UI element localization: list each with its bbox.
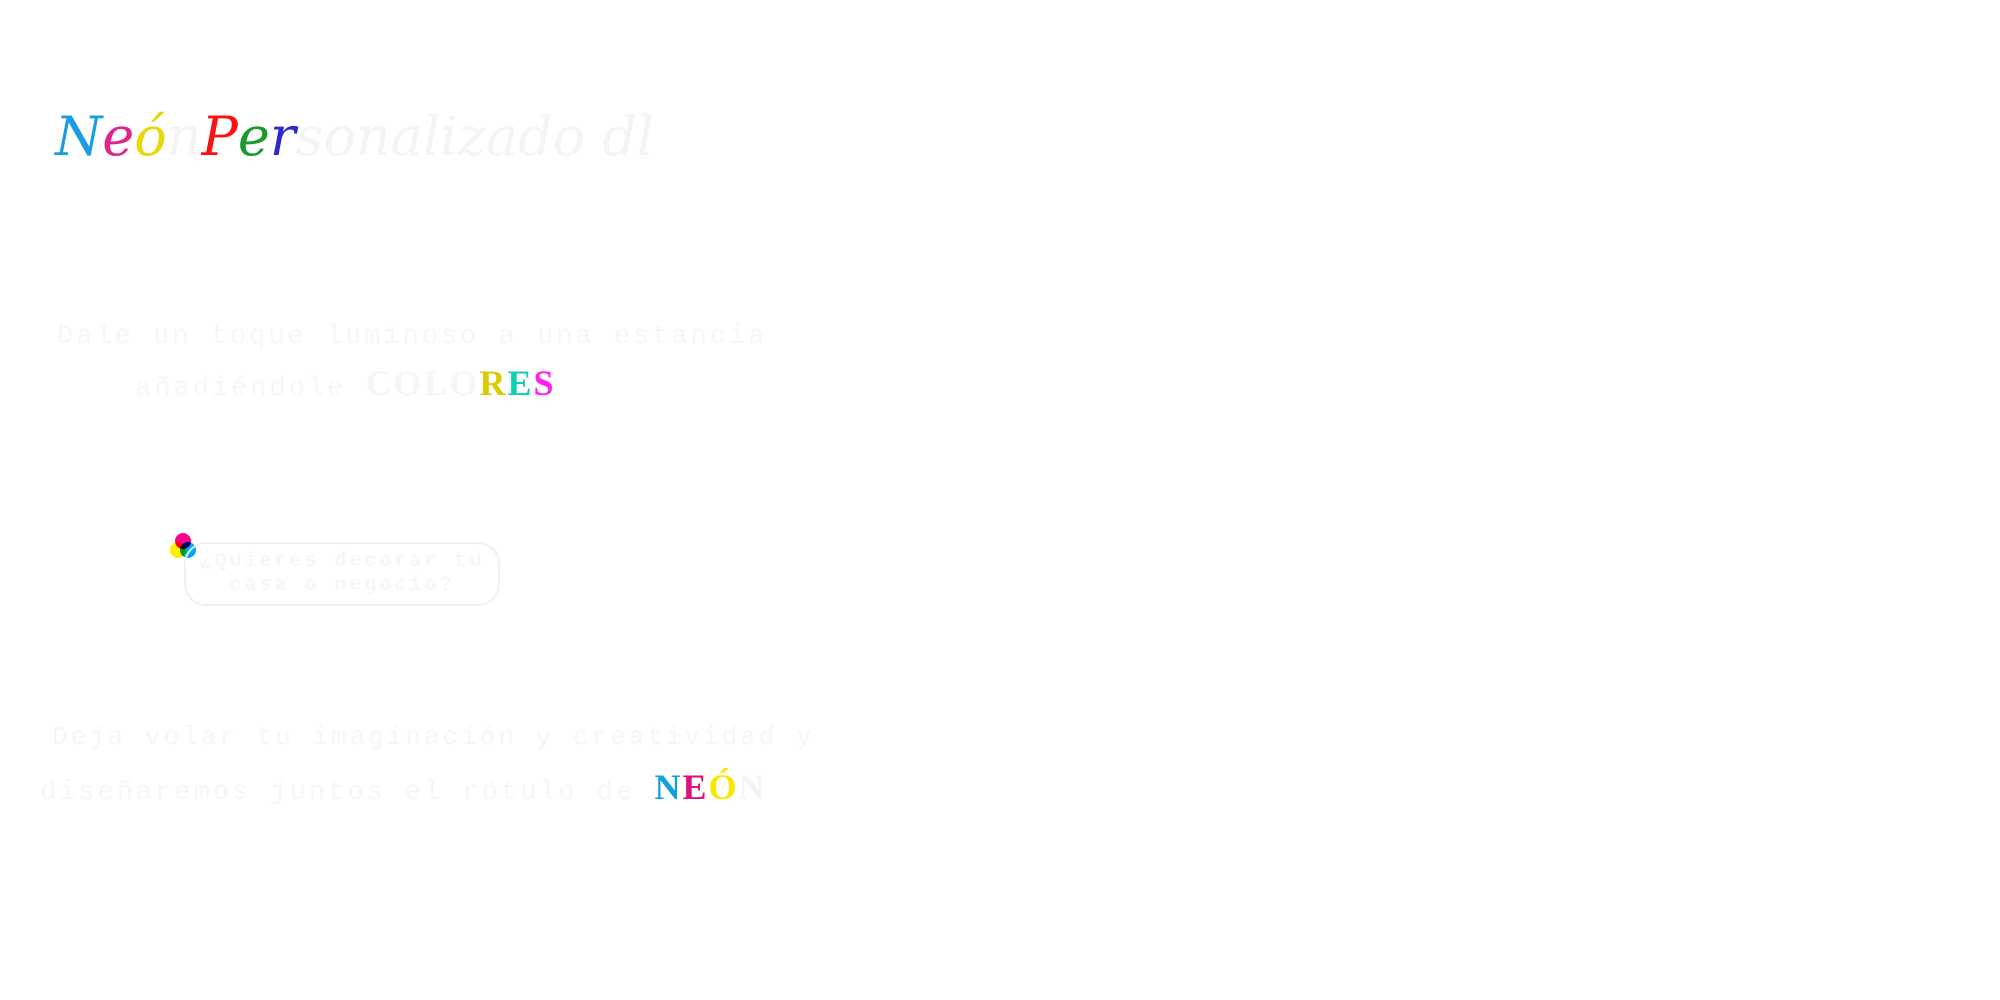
logo-letter: N	[55, 105, 103, 168]
rgb-color-icon	[176, 236, 200, 258]
hero-line-2: añadiéndole COLORES	[135, 362, 556, 404]
colores-word: COLORES	[365, 363, 555, 403]
logo-letter: sonalizado dl	[295, 105, 655, 168]
neon-word: NEÓN	[654, 767, 766, 807]
logo-letter: e	[102, 105, 135, 168]
highlight-letter: E	[507, 363, 534, 403]
highlight-letter: N	[738, 767, 767, 807]
closing-line-1: Deja volar tu imaginación y creatividad …	[52, 722, 815, 752]
closing-line-2: diseñaremos juntos el rótulo de NEÓN	[40, 766, 767, 808]
highlight-letter: R	[479, 363, 508, 403]
highlight-letter: E	[682, 767, 709, 807]
brand-logo[interactable]: Neón Personalizado dl	[55, 105, 654, 168]
logo-letter: n	[166, 105, 202, 168]
logo-letter: ó	[134, 105, 167, 168]
hero-line-2-text: añadiéndole	[135, 374, 366, 404]
highlight-letter: N	[654, 767, 683, 807]
cta-label: ¿Quieres decorar tu casa o negocio?	[199, 550, 485, 597]
logo-letter: r	[269, 105, 296, 168]
cmy-color-icon	[170, 533, 196, 558]
hero-line-1: Dale un toque luminoso a una estancia	[57, 322, 768, 352]
logo-letter: P	[201, 105, 238, 168]
decorate-cta-button[interactable]: ¿Quieres decorar tu casa o negocio?	[184, 542, 500, 606]
colores-plain: COLO	[365, 363, 480, 403]
closing-line-2-text: diseñaremos juntos el rótulo de	[40, 778, 655, 808]
highlight-letter: Ó	[708, 767, 739, 807]
highlight-letter: S	[533, 363, 556, 403]
logo-letter: e	[237, 105, 270, 168]
